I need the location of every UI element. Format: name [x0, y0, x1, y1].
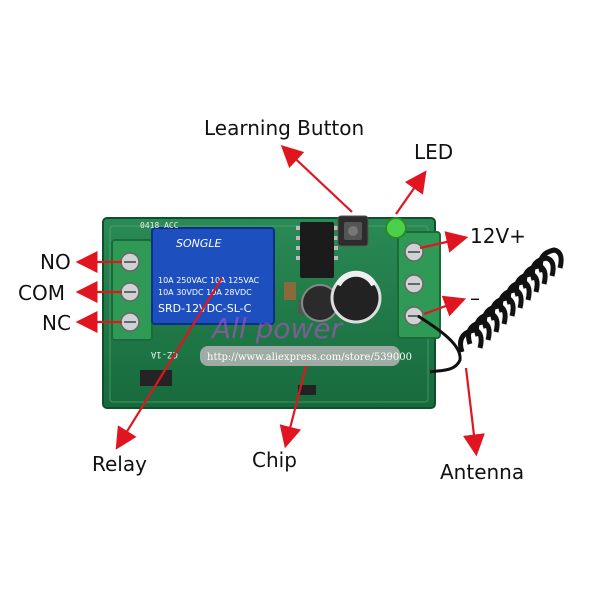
- learning-button-component: [337, 215, 369, 247]
- relay-rating-2: 10A 30VDC 10A 28VDC: [158, 288, 252, 297]
- arrow-relay: [115, 277, 223, 450]
- label-nc: NC: [42, 311, 71, 335]
- arrow-learning-button: [280, 144, 353, 213]
- label-com: COM: [18, 281, 65, 305]
- chip-component: [296, 222, 338, 278]
- output-terminal-block: [111, 239, 153, 341]
- led-component: [385, 217, 407, 239]
- antenna-component: [417, 247, 564, 374]
- arrow-antenna: [462, 367, 485, 457]
- label-antenna: Antenna: [440, 460, 525, 484]
- arrow-chip: [279, 365, 308, 449]
- relay-model: SRD-12VDC-SL-C: [158, 302, 252, 315]
- label-minus: –: [470, 286, 480, 310]
- relay-component: SONGLE 10A 250VAC 10A 125VAC 10A 30VDC 1…: [151, 227, 275, 325]
- label-12v: 12V+: [470, 224, 526, 248]
- relay-brand: SONGLE: [176, 237, 222, 250]
- watermark-brand: All power: [210, 312, 344, 345]
- watermark-url: http://www.aliexpress.com/store/539000: [207, 352, 412, 363]
- arrow-minus: [423, 295, 467, 317]
- silk-side-text: CZ-1A: [150, 349, 178, 359]
- label-led: LED: [414, 140, 454, 164]
- silk-top-text: 0418 ACC: [140, 221, 179, 230]
- relay-rating-1: 10A 250VAC 10A 125VAC: [158, 276, 260, 285]
- label-learning-button: Learning Button: [204, 116, 365, 140]
- label-relay: Relay: [92, 452, 147, 476]
- arrow-led: [395, 170, 427, 215]
- power-terminal-block: [397, 231, 441, 339]
- label-no: NO: [40, 250, 71, 274]
- arrow-12v: [419, 231, 469, 253]
- label-chip: Chip: [252, 448, 297, 472]
